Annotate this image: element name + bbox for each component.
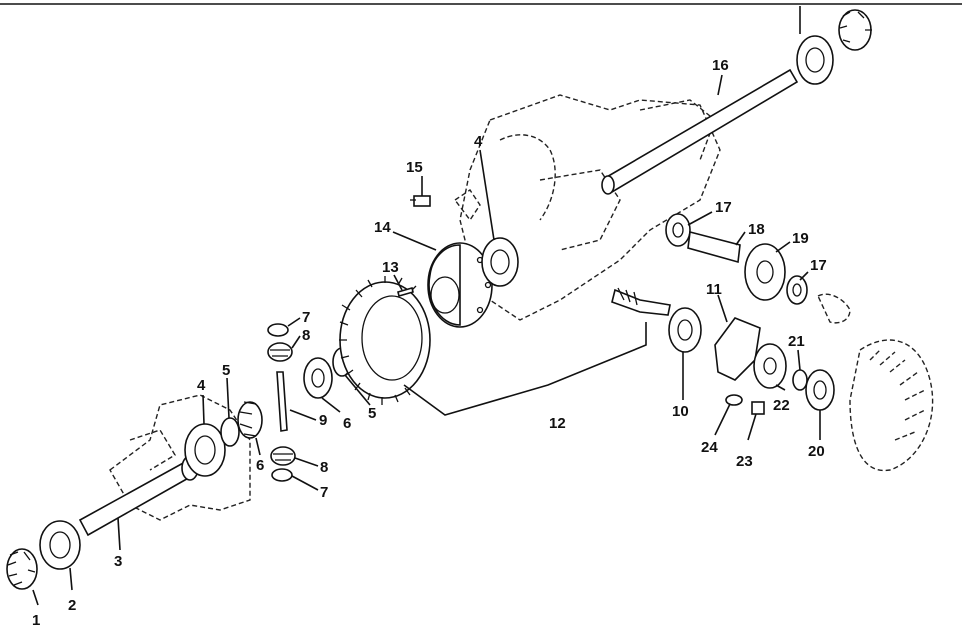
callout-7-bottom: 7: [320, 484, 328, 501]
callout-6-right: 6: [343, 415, 351, 432]
callout-9: 9: [319, 412, 327, 429]
callout-5-left: 5: [222, 362, 230, 379]
callout-17-top: 17: [715, 199, 732, 216]
part-1-gear: [6, 548, 38, 590]
callout-8-bottom: 8: [320, 459, 328, 476]
part-top-bearing: [796, 35, 834, 85]
part-24-washer: [725, 394, 743, 406]
part-23-bolt: [751, 401, 765, 415]
part-14-differential-case: [427, 242, 493, 328]
part-6-side-gear-right: [303, 357, 333, 399]
callout-20: 20: [808, 443, 825, 460]
part-7-washer-top: [267, 323, 289, 337]
part-3-axle-shaft: [78, 455, 199, 537]
part-12-ring-gear: [339, 276, 431, 405]
part-21-washer: [792, 369, 808, 391]
callout-11: 11: [706, 281, 722, 298]
callout-15: 15: [406, 159, 423, 176]
housing-right-end: [849, 339, 934, 472]
callout-8-top: 8: [302, 327, 310, 344]
part-7-washer-bottom: [271, 468, 293, 482]
part-10-bearing: [668, 307, 702, 353]
callout-19: 19: [792, 230, 809, 247]
part-gear-cluster-right: [817, 293, 851, 324]
part-22-gear: [753, 343, 787, 389]
part-17-bearing-b: [786, 275, 808, 305]
callout-23: 23: [736, 453, 753, 470]
callout-6-left: 6: [256, 457, 264, 474]
callout-21: 21: [788, 333, 805, 350]
part-pinion-shaft: [611, 287, 671, 316]
part-11-plate: [714, 317, 761, 381]
callout-10: 10: [672, 403, 689, 420]
callout-2: 2: [68, 597, 76, 614]
part-19-sprocket: [744, 243, 786, 301]
part-17-bearing-a: [665, 213, 691, 247]
part-8-pinion-top: [267, 342, 293, 362]
callout-3: 3: [114, 553, 122, 570]
part-top-gear: [838, 9, 872, 51]
callout-5-right: 5: [368, 405, 376, 422]
callout-labels: 1 2 3 4 4 5 5 6 6 7 7 8 8 9 10 11 12 13 …: [32, 57, 827, 629]
callout-18: 18: [748, 221, 765, 238]
part-8-pinion-bottom: [270, 446, 296, 466]
part-4-bearing-left: [184, 423, 226, 477]
callout-7-top: 7: [302, 309, 310, 326]
part-4-bearing-right: [481, 237, 519, 287]
housing-left-half: [109, 394, 251, 521]
callout-4-left: 4: [197, 377, 206, 394]
part-2-bearing: [39, 520, 81, 570]
callout-4-right: 4: [474, 133, 483, 150]
part-5-washer-left: [220, 417, 240, 447]
callout-12: 12: [549, 415, 566, 432]
callout-16: 16: [712, 57, 729, 74]
callout-14: 14: [374, 219, 391, 236]
callout-17-right: 17: [810, 257, 827, 274]
callout-24: 24: [701, 439, 718, 456]
part-6-side-gear-left: [237, 401, 263, 439]
part-13-pin: [397, 287, 414, 297]
callout-1: 1: [32, 612, 40, 629]
transaxle-housing: [453, 94, 721, 321]
part-18-shaft: [687, 230, 741, 264]
part-9-cross-pin: [276, 371, 288, 432]
callout-22: 22: [773, 397, 790, 414]
callout-13: 13: [382, 259, 399, 276]
part-15-bolt: [410, 195, 431, 207]
leader-lines: [32, 6, 821, 606]
part-20-bearing: [805, 369, 835, 411]
part-16-axle-shaft: [601, 68, 799, 195]
